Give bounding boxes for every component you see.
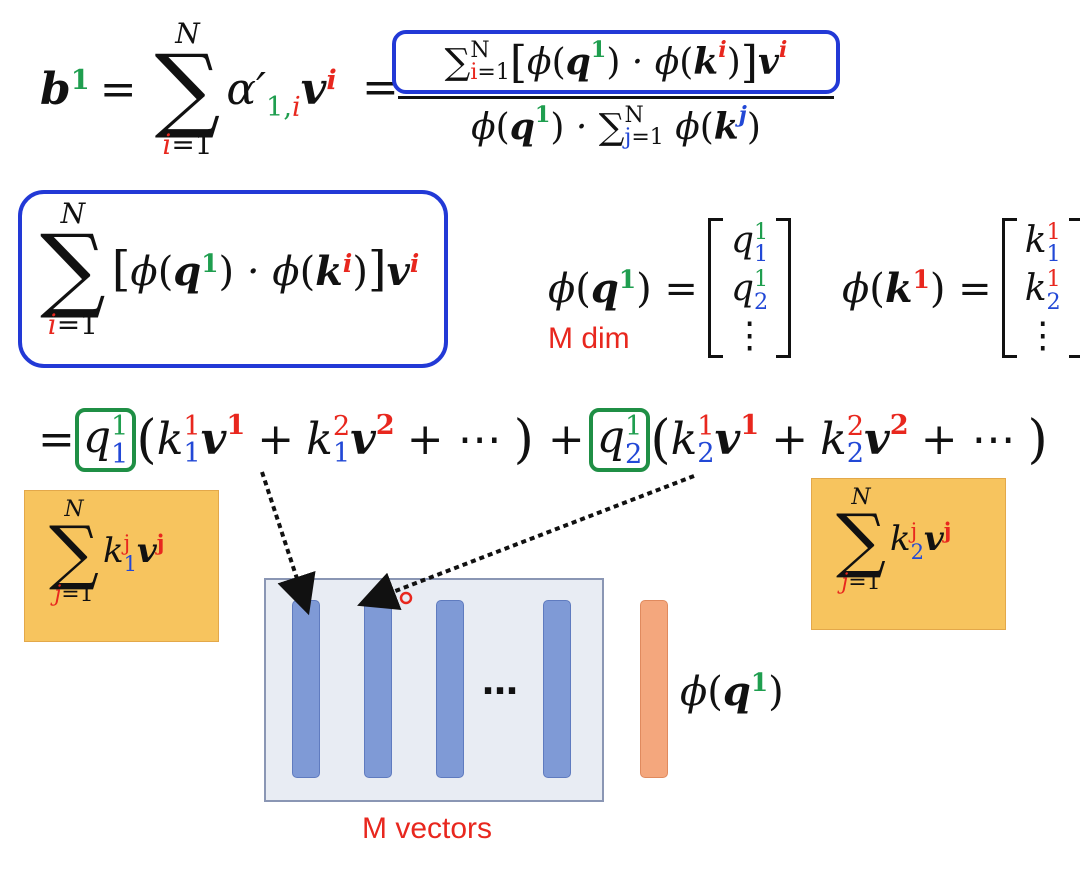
vector-bar-1: [292, 600, 320, 778]
phi-q-bar-label: ϕ(q1): [680, 668, 784, 715]
sum-alpha: N ∑ i=1: [154, 17, 221, 161]
m-dim-label: M dim: [548, 322, 630, 355]
vector-bar-3: [436, 600, 464, 778]
pointer-dot: [399, 591, 413, 605]
equals-sign: =: [99, 63, 137, 115]
boxed-sum: N ∑ i=1 [ϕ(q1) · ϕ(ki)]vi: [18, 190, 448, 368]
vectors-ellipsis: …: [482, 662, 518, 703]
boxed-sum-body: [ϕ(q1) · ϕ(ki)]vi: [111, 241, 420, 298]
phi-k-lhs: ϕ(k1) =: [842, 264, 992, 312]
formula-b1: b1 = N ∑ i=1 α′1,i vi: [40, 20, 337, 159]
arrow-right: [357, 474, 695, 611]
arrow-left: [260, 471, 316, 616]
phi-q-lhs: ϕ(q1) =: [548, 264, 698, 312]
m-vectors-label: M vectors: [362, 812, 493, 845]
sum-i: N ∑ i=1: [40, 197, 106, 341]
fraction-line: [398, 96, 834, 99]
vector-bar-4: [543, 600, 571, 778]
phi-q-bar: [640, 600, 668, 778]
b-symbol: b1: [40, 63, 90, 115]
v-term: vi: [300, 63, 337, 115]
alpha-term: α′1,i: [226, 63, 301, 124]
